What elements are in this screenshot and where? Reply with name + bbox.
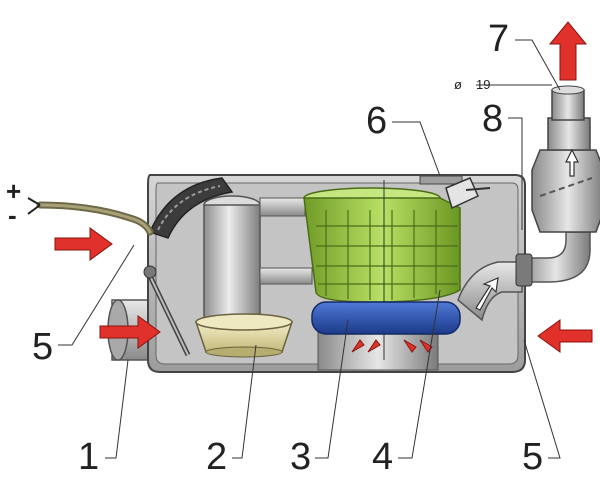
callout-float-switch: 6 bbox=[366, 100, 388, 142]
plus-terminal-label: + bbox=[6, 176, 22, 206]
motor bbox=[203, 195, 313, 324]
motor-suction-ring bbox=[194, 313, 294, 358]
float-switch bbox=[419, 175, 491, 210]
callout-outlet-flap-right: 5 bbox=[522, 436, 544, 478]
callout-filter-basket: 4 bbox=[372, 436, 394, 478]
callout-inlet-pipe: 1 bbox=[78, 436, 100, 478]
diameter-symbol: ø bbox=[454, 77, 462, 92]
minus-terminal-label: - bbox=[8, 200, 17, 230]
leader-lines bbox=[58, 39, 561, 459]
callout-motor: 2 bbox=[206, 436, 228, 478]
diameter-value: 19 bbox=[476, 77, 491, 92]
check-valve bbox=[515, 85, 600, 287]
fan-shroud bbox=[148, 177, 234, 239]
filter-basket bbox=[303, 180, 461, 360]
callout-outlet: 7 bbox=[488, 18, 510, 60]
internal-flow-arrows bbox=[475, 148, 579, 311]
power-cable bbox=[27, 197, 154, 236]
flow-arrows bbox=[54, 21, 593, 353]
callout-check-valve: 8 bbox=[482, 98, 504, 140]
inlet-flap bbox=[143, 265, 191, 357]
callout-inlet-flap-left: 5 bbox=[32, 326, 54, 368]
callout-membrane: 3 bbox=[290, 436, 312, 478]
membrane bbox=[311, 301, 461, 335]
